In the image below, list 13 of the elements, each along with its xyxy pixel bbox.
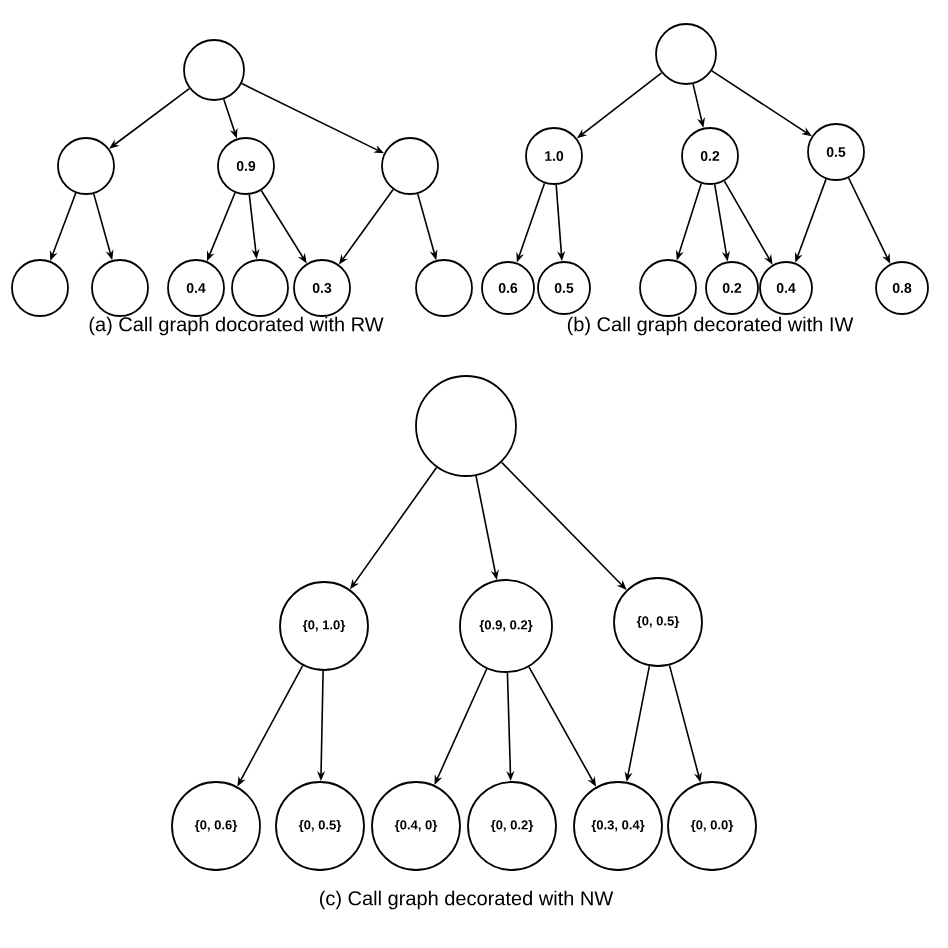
- empty-node: [415, 375, 517, 477]
- empty-node: [183, 39, 245, 101]
- empty-node: [655, 23, 717, 85]
- empty-node: [231, 259, 289, 317]
- caption: (a) Call graph docorated with RW: [89, 316, 384, 336]
- empty-node: [11, 259, 69, 317]
- empty-node: [57, 137, 115, 195]
- caption: (b) Call graph decorated with IW: [567, 316, 854, 336]
- caption: (c) Call graph decorated with NW: [320, 890, 614, 910]
- empty-node: [639, 259, 697, 317]
- empty-node: [381, 137, 439, 195]
- empty-node: [415, 259, 473, 317]
- empty-node: [91, 259, 149, 317]
